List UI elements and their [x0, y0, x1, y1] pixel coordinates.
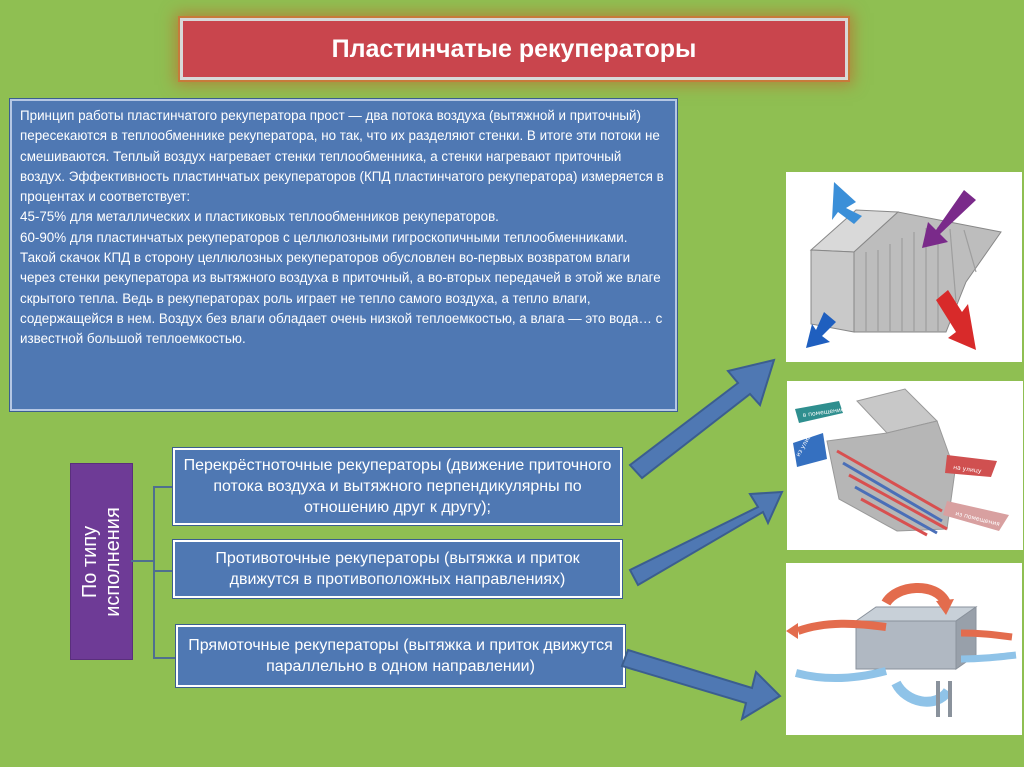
bracket-vertical — [153, 486, 155, 658]
crossflow-recuperator-image — [786, 172, 1022, 362]
bracket-stub — [131, 560, 153, 562]
arrow-to-parallel-image — [620, 648, 782, 722]
counterflow-recuperator-image: в помещение из улицы на улицу из помещен… — [787, 381, 1023, 550]
type-box-crossflow: Перекрёстноточные рекуператоры (движение… — [173, 448, 622, 525]
category-label: По типу исполнения — [70, 463, 133, 660]
description-paragraph: Принцип работы пластинчатого рекуператор… — [20, 108, 664, 205]
type-label-crossflow: Перекрёстноточные рекуператоры (движение… — [183, 457, 612, 516]
description-explanation: Такой скачок КПД в сторону целлюлозных р… — [20, 250, 663, 347]
type-box-parallelflow: Прямоточные рекуператоры (вытяжка и прит… — [176, 625, 625, 687]
type-box-counterflow: Противоточные рекуператоры (вытяжка и пр… — [173, 540, 622, 598]
label-exhaust-out: на улицу — [953, 464, 983, 475]
bracket-line-cross — [153, 486, 174, 488]
description-cellulose-efficiency: 60-90% для пластинчатых рекуператоров с … — [20, 229, 628, 245]
description-box: Принцип работы пластинчатого рекуператор… — [10, 99, 677, 411]
page-title: Пластинчатые рекуператоры — [331, 34, 697, 63]
description-metal-efficiency: 45-75% для металлических и пластиковых т… — [20, 209, 499, 225]
arrow-to-crossflow-image — [628, 358, 776, 480]
title-banner: Пластинчатые рекуператоры — [180, 18, 848, 80]
type-label-parallelflow: Прямоточные рекуператоры (вытяжка и прит… — [188, 637, 613, 675]
bracket-line-counter — [153, 570, 174, 572]
bracket-line-direct — [153, 657, 177, 659]
type-label-counterflow: Противоточные рекуператоры (вытяжка и пр… — [215, 550, 580, 588]
arrow-to-counterflow-image — [628, 490, 784, 587]
parallelflow-recuperator-image — [786, 563, 1022, 735]
